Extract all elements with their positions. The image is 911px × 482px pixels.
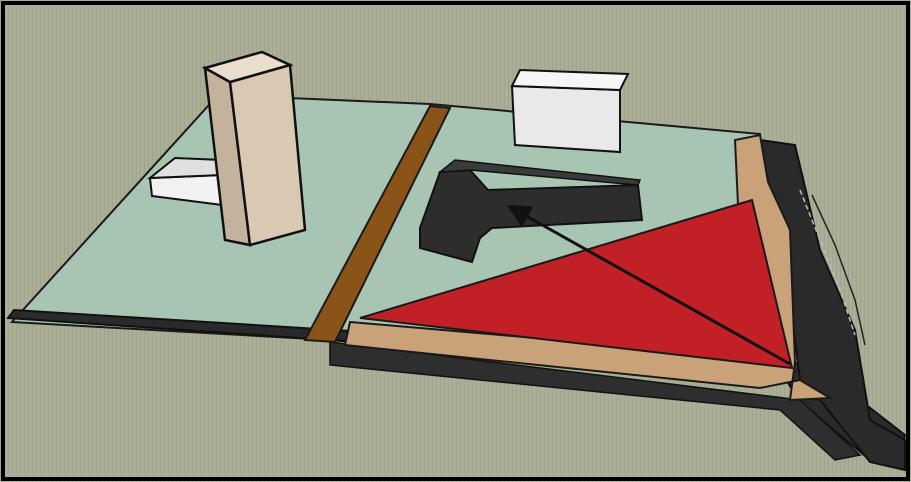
white-building-top [512, 70, 628, 152]
